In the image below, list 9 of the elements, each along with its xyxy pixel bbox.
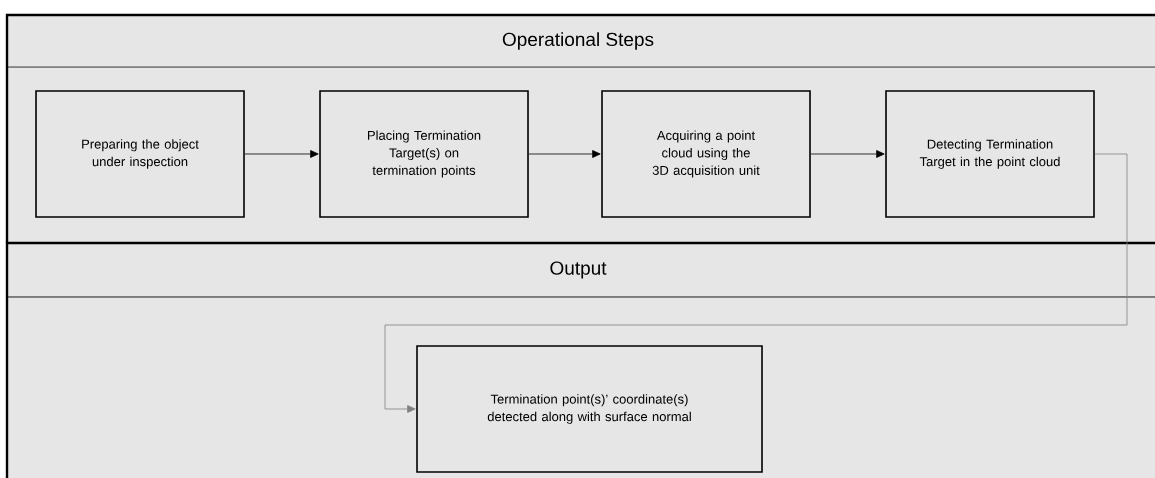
- arrow: [528, 150, 601, 158]
- process-box: Placing Termination Target(s) on termination points: [319, 90, 529, 218]
- process-box: Termination point(s)’ coordinate(s) detected along with surface normal: [416, 345, 763, 473]
- arrow: [810, 150, 885, 158]
- process-box: Acquiring a point cloud using the 3D acquisition unit: [601, 90, 811, 218]
- arrow: [384, 153, 1128, 413]
- process-box: Preparing the object under inspection: [35, 90, 245, 218]
- arrow: [244, 150, 319, 158]
- process-box: Detecting Termination Target in the point cloud: [885, 90, 1095, 218]
